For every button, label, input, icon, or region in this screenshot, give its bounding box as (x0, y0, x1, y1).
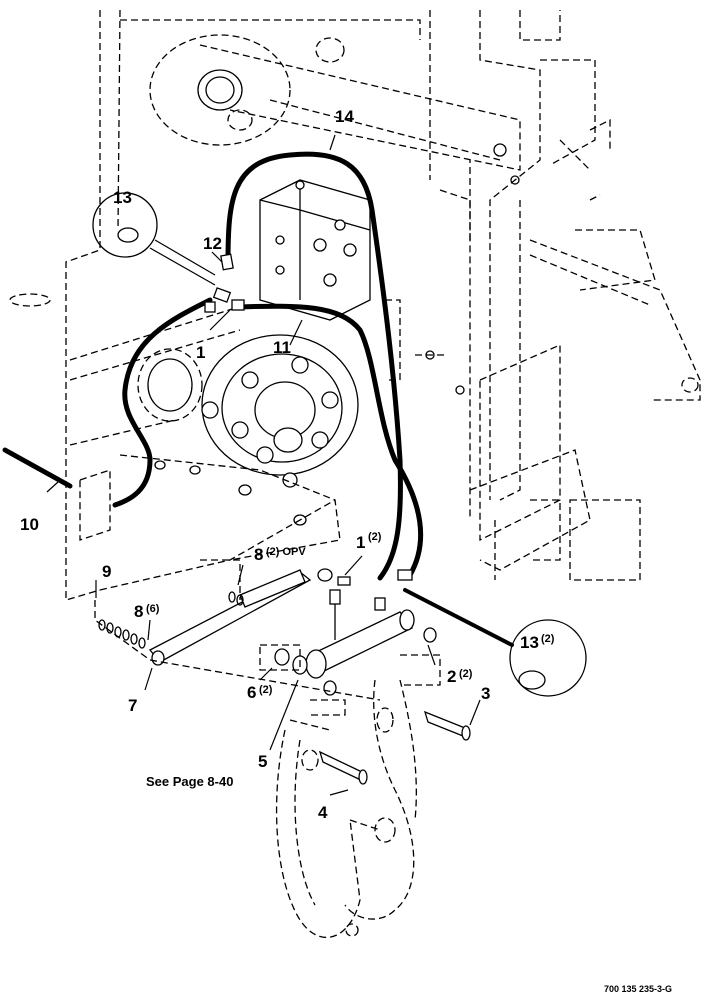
callout-12: 12 (203, 234, 222, 253)
callout-1-lower: 1 (2) (356, 531, 382, 552)
frame-outlines (9, 9, 701, 601)
hydraulic-hoses (2, 151, 424, 581)
callout-13-lower: 13 (2) (520, 633, 555, 652)
svg-text:13: 13 (520, 633, 539, 652)
hose-10 (2, 447, 73, 489)
svg-text:1: 1 (356, 533, 365, 552)
washer-stack (98, 619, 146, 649)
callout-3: 3 (481, 684, 490, 703)
fittings-upper (204, 253, 245, 313)
o-ring-detail-lower (403, 588, 587, 697)
callout-7: 7 (128, 696, 137, 715)
callout-8-opv: 8 (2) OPV (254, 545, 306, 564)
svg-text:(2): (2) (368, 531, 382, 543)
svg-text:9: 9 (102, 562, 111, 581)
leader-lines (46, 134, 481, 796)
svg-text:(6): (6) (146, 603, 160, 615)
callout-13-upper: 13 (113, 188, 132, 207)
callout-8-washers: 8 (6) (134, 602, 160, 621)
link-arm (94, 559, 381, 701)
callout-6: 6 (2) (247, 683, 273, 702)
hydraulic-cylinder (259, 568, 471, 785)
callout-10: 10 (20, 515, 39, 534)
lower-linkage (275, 679, 417, 938)
svg-text:8: 8 (134, 602, 143, 621)
svg-text:(2): (2) (459, 668, 473, 680)
o-ring-detail-upper (92, 192, 216, 286)
callout-4: 4 (318, 803, 328, 822)
hose-14 (225, 151, 403, 581)
svg-text:(2): (2) (541, 633, 555, 645)
svg-text:(2): (2) (259, 684, 273, 696)
callout-labels: 12 1 11 14 10 13 13 (2) 1 (2) 8 (2) OPV … (20, 107, 672, 994)
callout-5: 5 (258, 752, 267, 771)
see-page-note: See Page 8-40 (146, 774, 233, 789)
svg-text:6: 6 (247, 683, 256, 702)
svg-text:(2) OPV: (2) OPV (266, 546, 306, 558)
callout-2: 2 (2) (447, 667, 473, 686)
callout-14: 14 (335, 107, 354, 126)
svg-text:2: 2 (447, 667, 456, 686)
callout-11: 11 (273, 338, 291, 357)
callout-1-upper: 1 (196, 343, 205, 362)
svg-text:8: 8 (254, 545, 263, 564)
hose-11 (235, 303, 424, 578)
drawing-number: 700 135 235-3-G (604, 984, 672, 994)
hose-left-loop (112, 297, 213, 508)
callout-9: 9 9 (102, 562, 111, 581)
